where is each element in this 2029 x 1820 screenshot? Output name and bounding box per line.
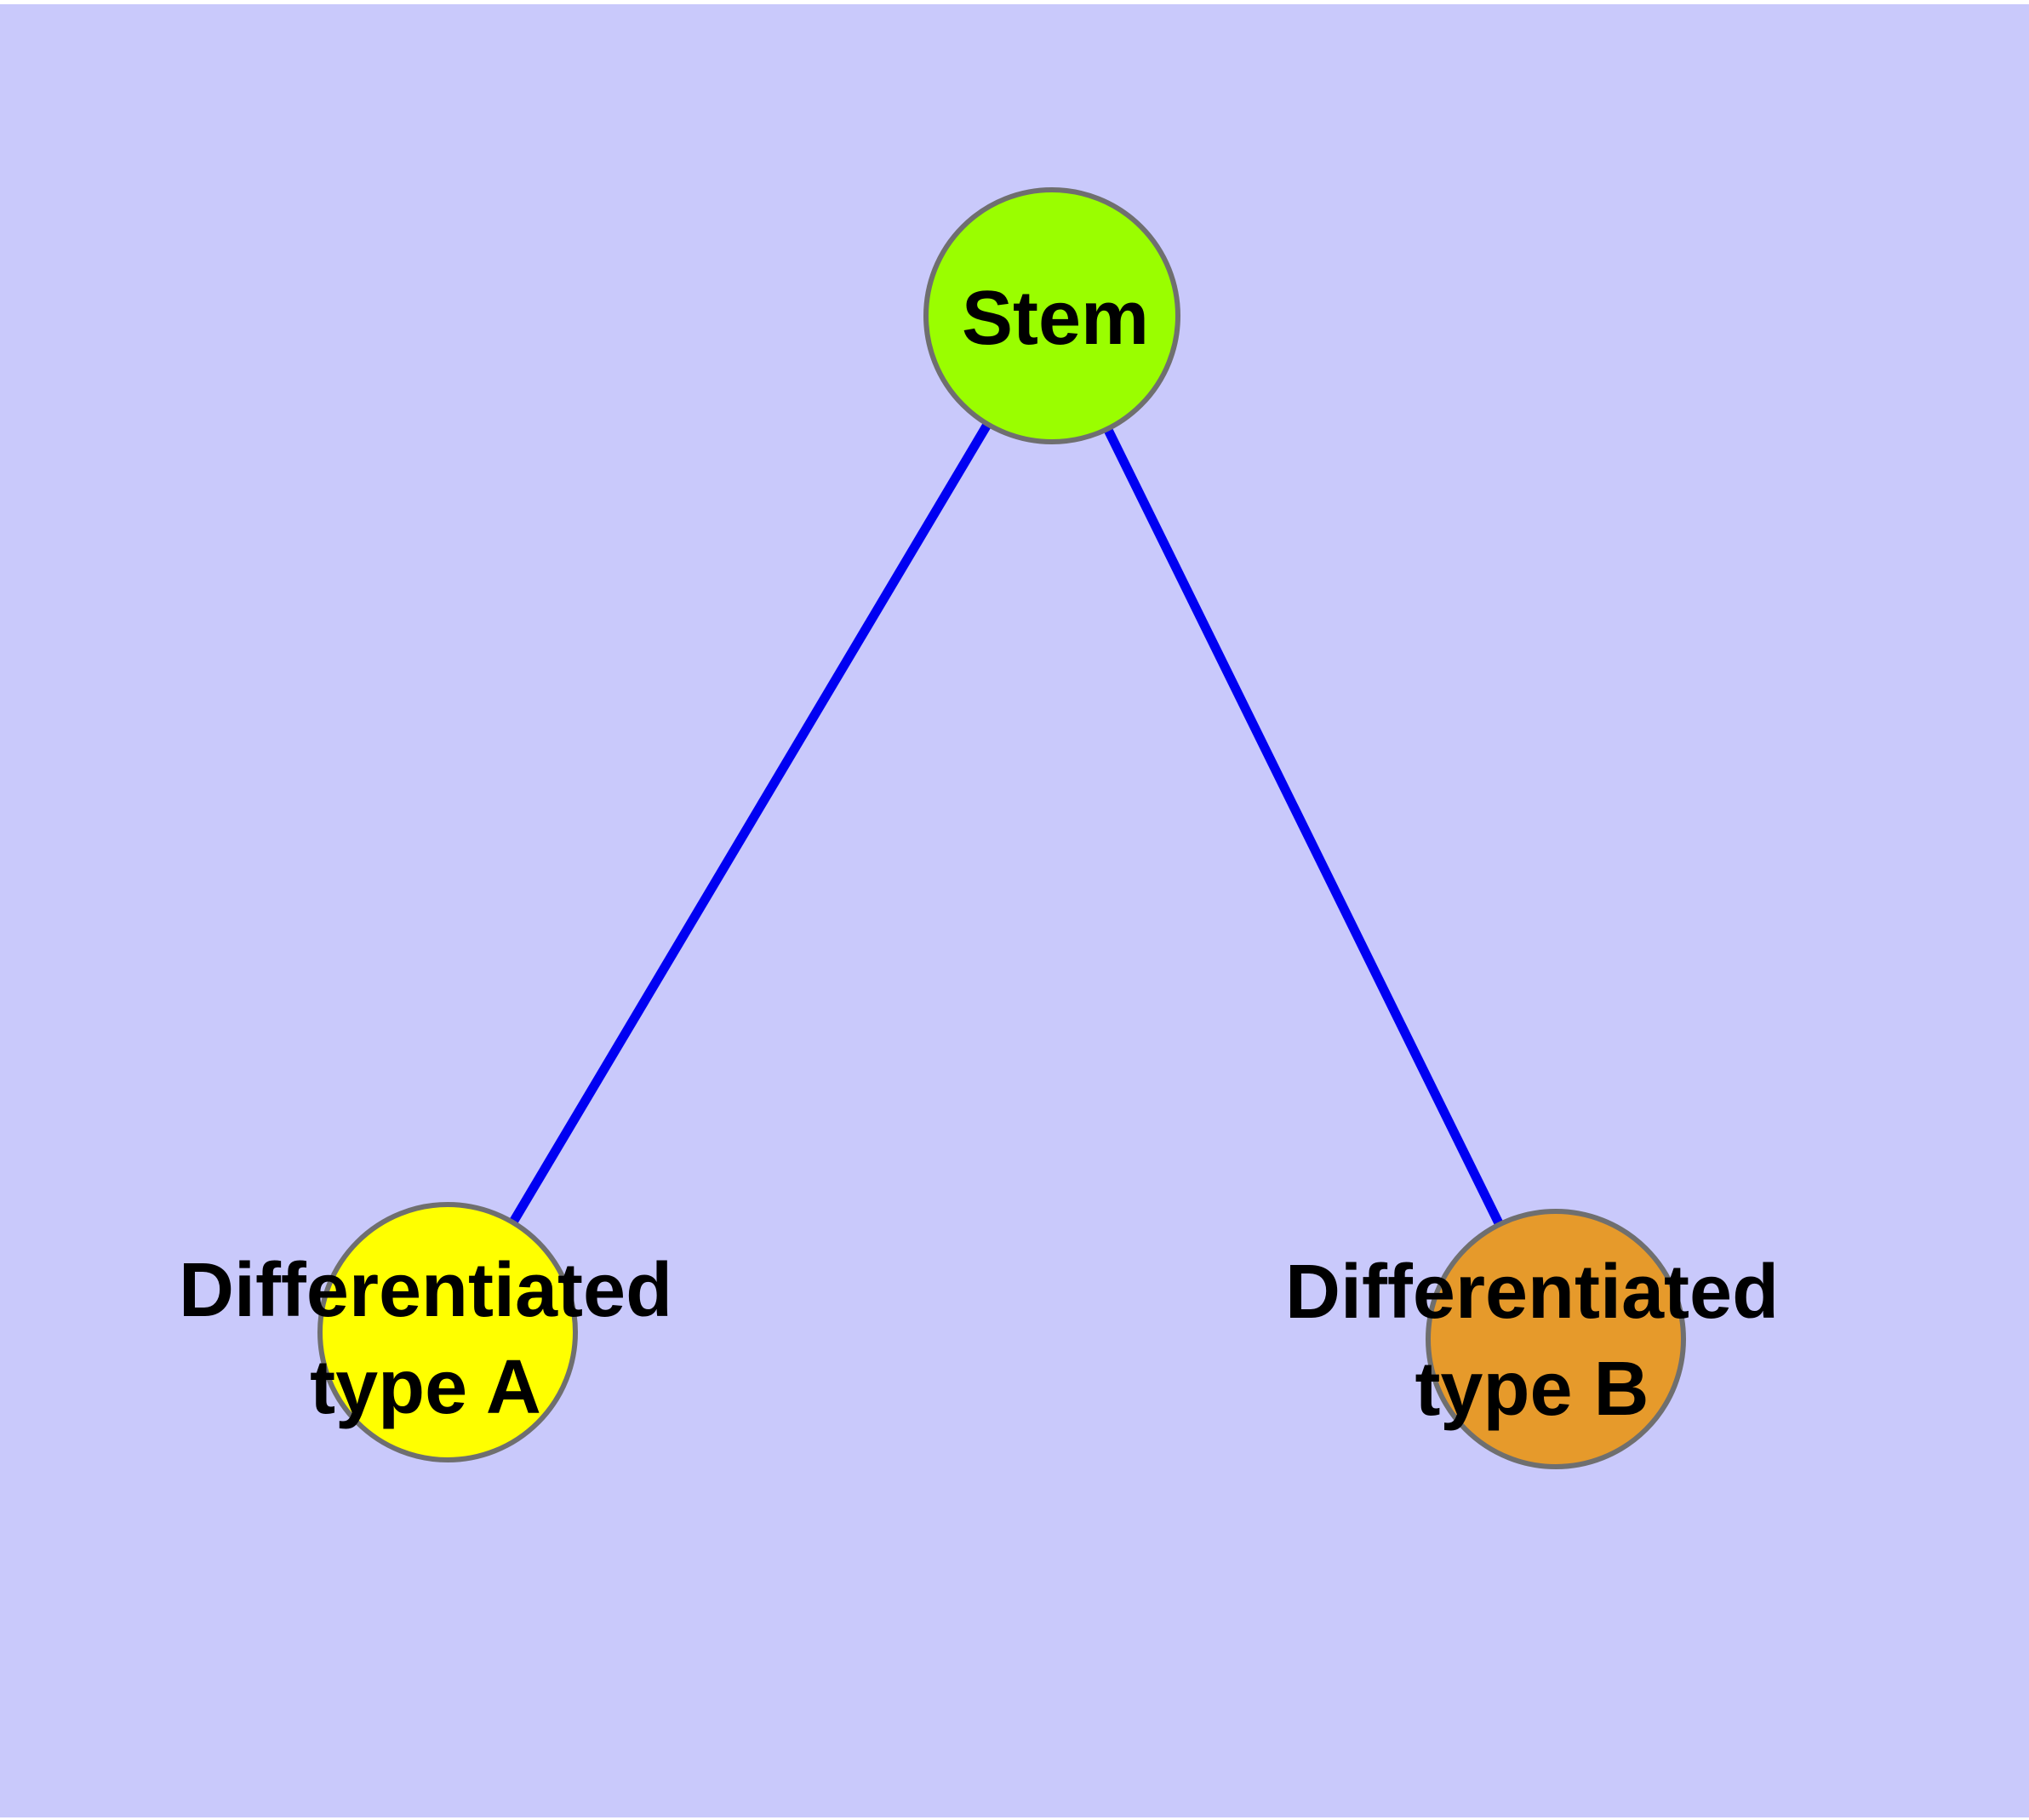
edge-stem-to-type-a (443, 313, 1056, 1335)
stem-node-label-text: Stem (961, 276, 1150, 361)
differentiated-type-b-node-label: Differentiated type B (1285, 1244, 1779, 1438)
edge-stem-to-type-b (1048, 313, 1560, 1342)
differentiated-type-a-node-circle (317, 1202, 578, 1462)
type-b-label-line1: Differentiated (1284, 1250, 1780, 1335)
type-a-label-line2: type A (310, 1345, 541, 1430)
type-b-label-line2: type B (1415, 1347, 1649, 1432)
stem-node-label: Stem (962, 270, 1149, 367)
stem-node-circle (923, 187, 1180, 444)
type-a-label-line1: Differentiated (178, 1248, 673, 1333)
differentiated-type-a-node-label: Differentiated type A (179, 1242, 672, 1436)
differentiated-type-b-node-circle (1426, 1209, 1686, 1469)
